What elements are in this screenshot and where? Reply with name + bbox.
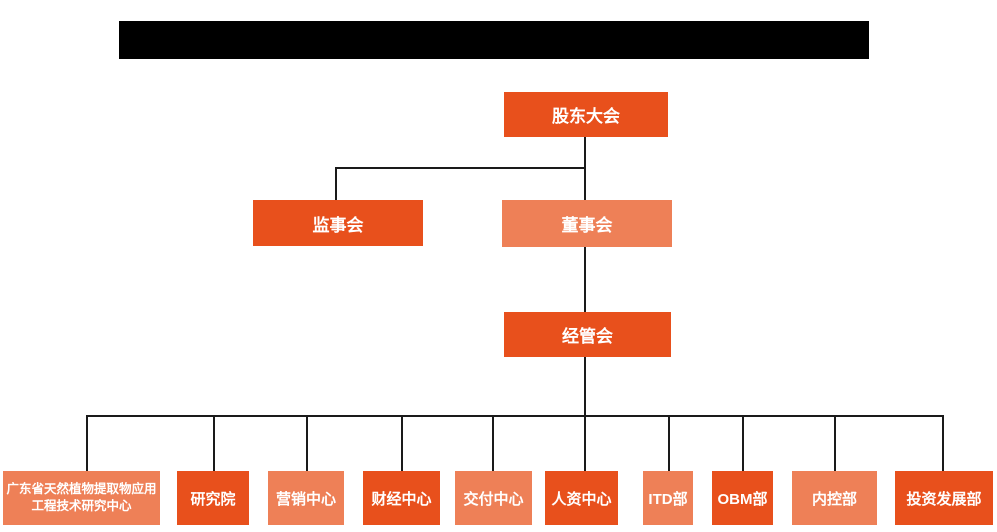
org-node-marketing-center: 营销中心: [268, 471, 344, 525]
org-node-label: 股东大会: [552, 107, 620, 126]
org-node-itd-dept: ITD部: [643, 471, 693, 525]
connector-drop-research-center: [86, 415, 88, 471]
connector-level2-horizontal: [335, 167, 586, 169]
org-node-research-center: 广东省天然植物提取物应用工程技术研究中心: [3, 471, 160, 525]
connector-drop-research-institute: [213, 415, 215, 471]
connector-drop-marketing-center: [306, 415, 308, 471]
connector-drop-hr-center: [584, 415, 586, 471]
connector-drop-internal-control-dept: [834, 415, 836, 471]
org-node-label: 营销中心: [275, 490, 336, 508]
org-node-label: 投资发展部: [906, 490, 982, 508]
org-node-delivery-center: 交付中心: [455, 471, 532, 525]
org-node-label: 监事会: [312, 215, 364, 235]
org-node-internal-control-dept: 内控部: [792, 471, 877, 525]
org-node-label: OBM部: [717, 490, 768, 508]
org-node-label: 内控部: [811, 490, 857, 508]
org-node-finance-center: 财经中心: [363, 471, 440, 525]
connector-drop-board-of-directors: [584, 167, 586, 200]
connector-root-trunk: [584, 137, 586, 168]
org-node-research-institute: 研究院: [177, 471, 249, 525]
org-node-investment-development-dept: 投资发展部: [895, 471, 993, 525]
org-node-label: 广东省天然植物提取物应用工程技术研究中心: [6, 481, 157, 514]
redacted-title-bar: [119, 21, 869, 59]
connector-drop-delivery-center: [492, 415, 494, 471]
org-node-label: 财经中心: [371, 490, 432, 508]
connector-drop-finance-center: [401, 415, 403, 471]
org-node-label: 经管会: [562, 327, 613, 346]
org-node-board-of-directors: 董事会: [502, 200, 672, 247]
connector-drop-itd-dept: [668, 415, 670, 471]
connector-bus-horizontal: [86, 415, 944, 417]
org-node-label: 人资中心: [551, 490, 612, 508]
connector-drop-obm-dept: [742, 415, 744, 471]
connector-directors-to-management: [584, 247, 586, 312]
connector-drop-supervisory-board: [335, 167, 337, 200]
org-node-supervisory-board: 监事会: [253, 200, 423, 246]
org-node-management-committee: 经管会: [504, 312, 671, 357]
org-node-hr-center: 人资中心: [545, 471, 618, 525]
org-node-label: 交付中心: [463, 490, 524, 508]
connector-management-to-bus: [584, 357, 586, 417]
connector-drop-investment-development-dept: [942, 415, 944, 471]
org-node-shareholders-meeting: 股东大会: [504, 92, 668, 137]
org-node-obm-dept: OBM部: [712, 471, 773, 525]
org-node-label: ITD部: [648, 490, 688, 508]
org-node-label: 董事会: [561, 216, 613, 235]
org-node-label: 研究院: [190, 490, 236, 508]
